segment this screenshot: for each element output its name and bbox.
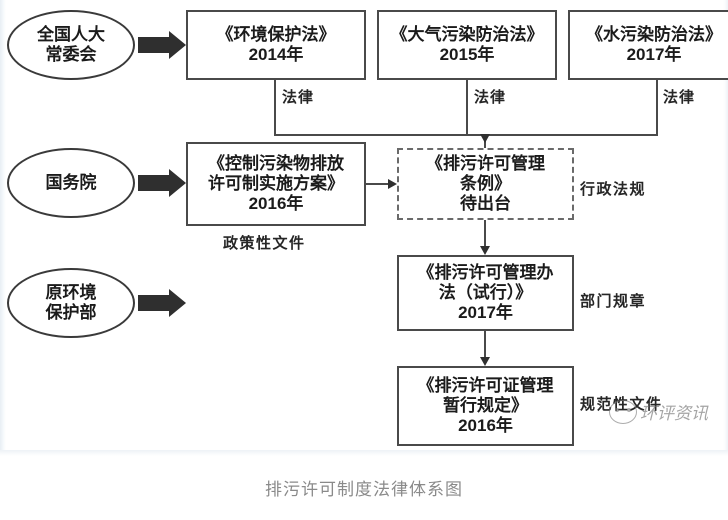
edge-label-law-3: 法律 (663, 90, 696, 106)
connector-regulation-to-measures (484, 220, 486, 252)
actor-label-line-2: 保护部 (45, 303, 97, 322)
law-year: 2015年 (439, 45, 495, 64)
connector-law1-drop (274, 80, 276, 136)
law-year: 2014年 (248, 45, 304, 64)
arrowhead-policy-to-regulation (388, 179, 397, 189)
regulation-line-1: 《排污许可管理 (426, 154, 545, 174)
page-edge-right (723, 0, 728, 455)
regulation-line-1: 《排污许可管理办 (417, 263, 554, 283)
actor-label-line-1: 原环境 (45, 283, 97, 303)
connector-policy-to-regulation (366, 183, 390, 185)
regulation-status: 待出台 (460, 193, 511, 213)
law-box-environmental-protection-law: 《环境保护法》 2014年 (186, 10, 366, 80)
figure-caption: 排污许可制度法律体系图 (265, 480, 463, 499)
actor-former-ministry-environmental-protection: 原环境 保护部 (7, 268, 135, 338)
law-title: 《大气污染防治法》 (390, 25, 544, 45)
label-policy-document-type: 政策性文件 (223, 236, 306, 252)
label-normative-document: 规范性文件 (580, 397, 663, 413)
regulation-line-2: 法（试行）》 (438, 283, 533, 303)
law-title: 《水污染防治法》 (586, 25, 722, 45)
label-departmental-rule: 部门规章 (580, 294, 647, 310)
actor-label-line-2: 常委会 (45, 45, 97, 64)
arrowhead-regulation-to-measures (480, 246, 490, 255)
regulation-line-2: 暂行规定》 (443, 396, 528, 416)
regulation-year: 2017年 (458, 302, 513, 322)
policy-box-discharge-permit-implementation-plan: 《控制污染物排放 许可制实施方案》 2016年 (186, 142, 366, 226)
actor-npc-standing-committee: 全国人大 常委会 (7, 10, 135, 80)
policy-line-3: 2016年 (248, 193, 304, 213)
connector-laws-bus (274, 134, 658, 136)
page-edge-left (0, 0, 6, 455)
regulation-box-discharge-permit-management-regulations: 《排污许可管理 条例》 待出台 (397, 148, 574, 220)
regulation-box-discharge-permit-interim-provisions: 《排污许可证管理 暂行规定》 2016年 (397, 366, 574, 446)
actor-label-line-1: 全国人大 (37, 25, 105, 45)
regulation-line-1: 《排污许可证管理 (417, 376, 554, 396)
label-administrative-regulation: 行政法规 (580, 182, 647, 198)
arrowhead-bus-to-regulation (480, 134, 490, 143)
law-box-water-pollution-prevention-law: 《水污染防治法》 2017年 (568, 10, 728, 80)
connector-law2-drop (466, 80, 468, 136)
regulation-line-2: 条例》 (460, 174, 511, 194)
law-year: 2017年 (626, 45, 682, 64)
connector-law3-drop (656, 80, 658, 136)
regulation-box-discharge-permit-management-measures-trial: 《排污许可管理办 法（试行）》 2017年 (397, 255, 574, 331)
edge-label-law-2: 法律 (474, 90, 507, 106)
policy-line-2: 许可制实施方案》 (208, 174, 344, 194)
connector-measures-to-provisions (484, 331, 486, 363)
regulation-year: 2016年 (458, 415, 513, 435)
edge-label-law-1: 法律 (282, 90, 315, 106)
law-box-air-pollution-prevention-law: 《大气污染防治法》 2015年 (377, 10, 557, 80)
actor-label-line-1: 国务院 (45, 173, 97, 193)
actor-state-council: 国务院 (7, 148, 135, 218)
arrowhead-measures-to-provisions (480, 357, 490, 366)
page-edge-bottom (0, 450, 728, 456)
law-title: 《环境保护法》 (216, 25, 336, 45)
policy-line-1: 《控制污染物排放 (208, 154, 344, 174)
